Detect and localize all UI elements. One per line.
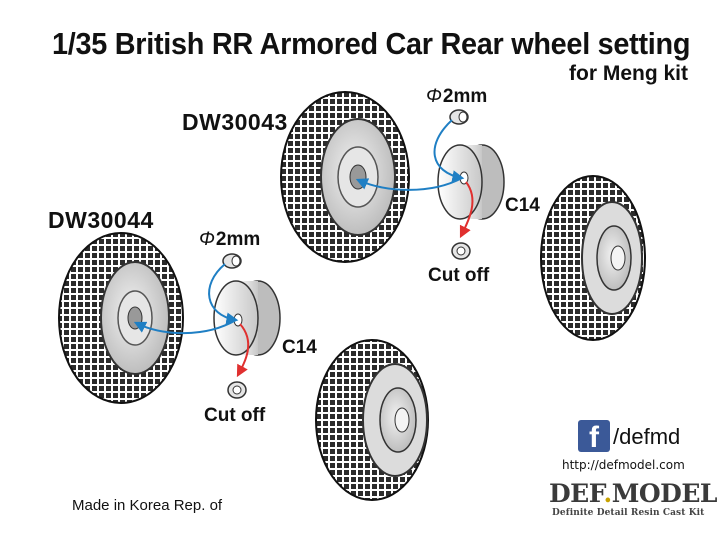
cut-piece-dw30043 xyxy=(451,242,471,260)
diameter-label-dw30043: Φ2mm xyxy=(426,86,487,108)
brand-dot: . xyxy=(603,479,612,508)
hub-cap-dw30044 xyxy=(213,280,281,356)
arrow-pin-to-cap-44 xyxy=(208,263,239,325)
pin-dw30043 xyxy=(449,109,469,125)
brand-name-a: DEF xyxy=(549,479,604,508)
wheel-dw30044 xyxy=(58,232,184,404)
part-label-dw30043: C14 xyxy=(505,195,540,216)
wheel-assembled-bottom xyxy=(315,339,429,501)
brand-name-b: MODEL xyxy=(611,479,718,508)
facebook-icon[interactable]: f xyxy=(578,420,610,452)
brand-logo: DEF.MODEL! xyxy=(549,479,720,508)
set-code-dw30044: DW30044 xyxy=(48,207,154,233)
arrow-cut-44 xyxy=(236,323,250,378)
diameter-value: 2mm xyxy=(215,229,261,250)
cut-off-label-dw30044: Cut off xyxy=(204,405,266,426)
facebook-handle[interactable]: /defmd xyxy=(613,424,681,449)
arrow-cut-43 xyxy=(459,181,474,239)
brand-mark: ! xyxy=(717,479,720,508)
page-title: 1/35 British RR Armored Car Rear wheel s… xyxy=(51,26,690,61)
phi-symbol: Φ xyxy=(199,229,215,250)
brand-tagline: Definite Detail Resin Cast Kit xyxy=(552,508,705,518)
wheel-dw30043 xyxy=(280,91,410,263)
diameter-value: 2mm xyxy=(442,86,488,107)
arrow-cap-to-hub-44 xyxy=(133,319,237,335)
phi-symbol: Φ xyxy=(426,86,442,107)
pin-dw30044 xyxy=(222,253,242,269)
made-in-label: Made in Korea Rep. of xyxy=(72,497,223,514)
page-subtitle: for Meng kit xyxy=(569,62,688,85)
cut-piece-dw30044 xyxy=(227,381,247,399)
website-link[interactable]: http://defmodel.com xyxy=(562,458,685,472)
part-label-dw30044: C14 xyxy=(282,337,317,358)
diameter-label-dw30044: Φ2mm xyxy=(199,229,260,251)
arrow-cap-to-hub-43 xyxy=(355,177,463,191)
cut-off-label-dw30043: Cut off xyxy=(428,265,490,286)
arrow-pin-to-cap-43 xyxy=(433,119,465,183)
set-code-dw30043: DW30043 xyxy=(182,109,288,135)
wheel-assembled-right xyxy=(540,175,646,341)
